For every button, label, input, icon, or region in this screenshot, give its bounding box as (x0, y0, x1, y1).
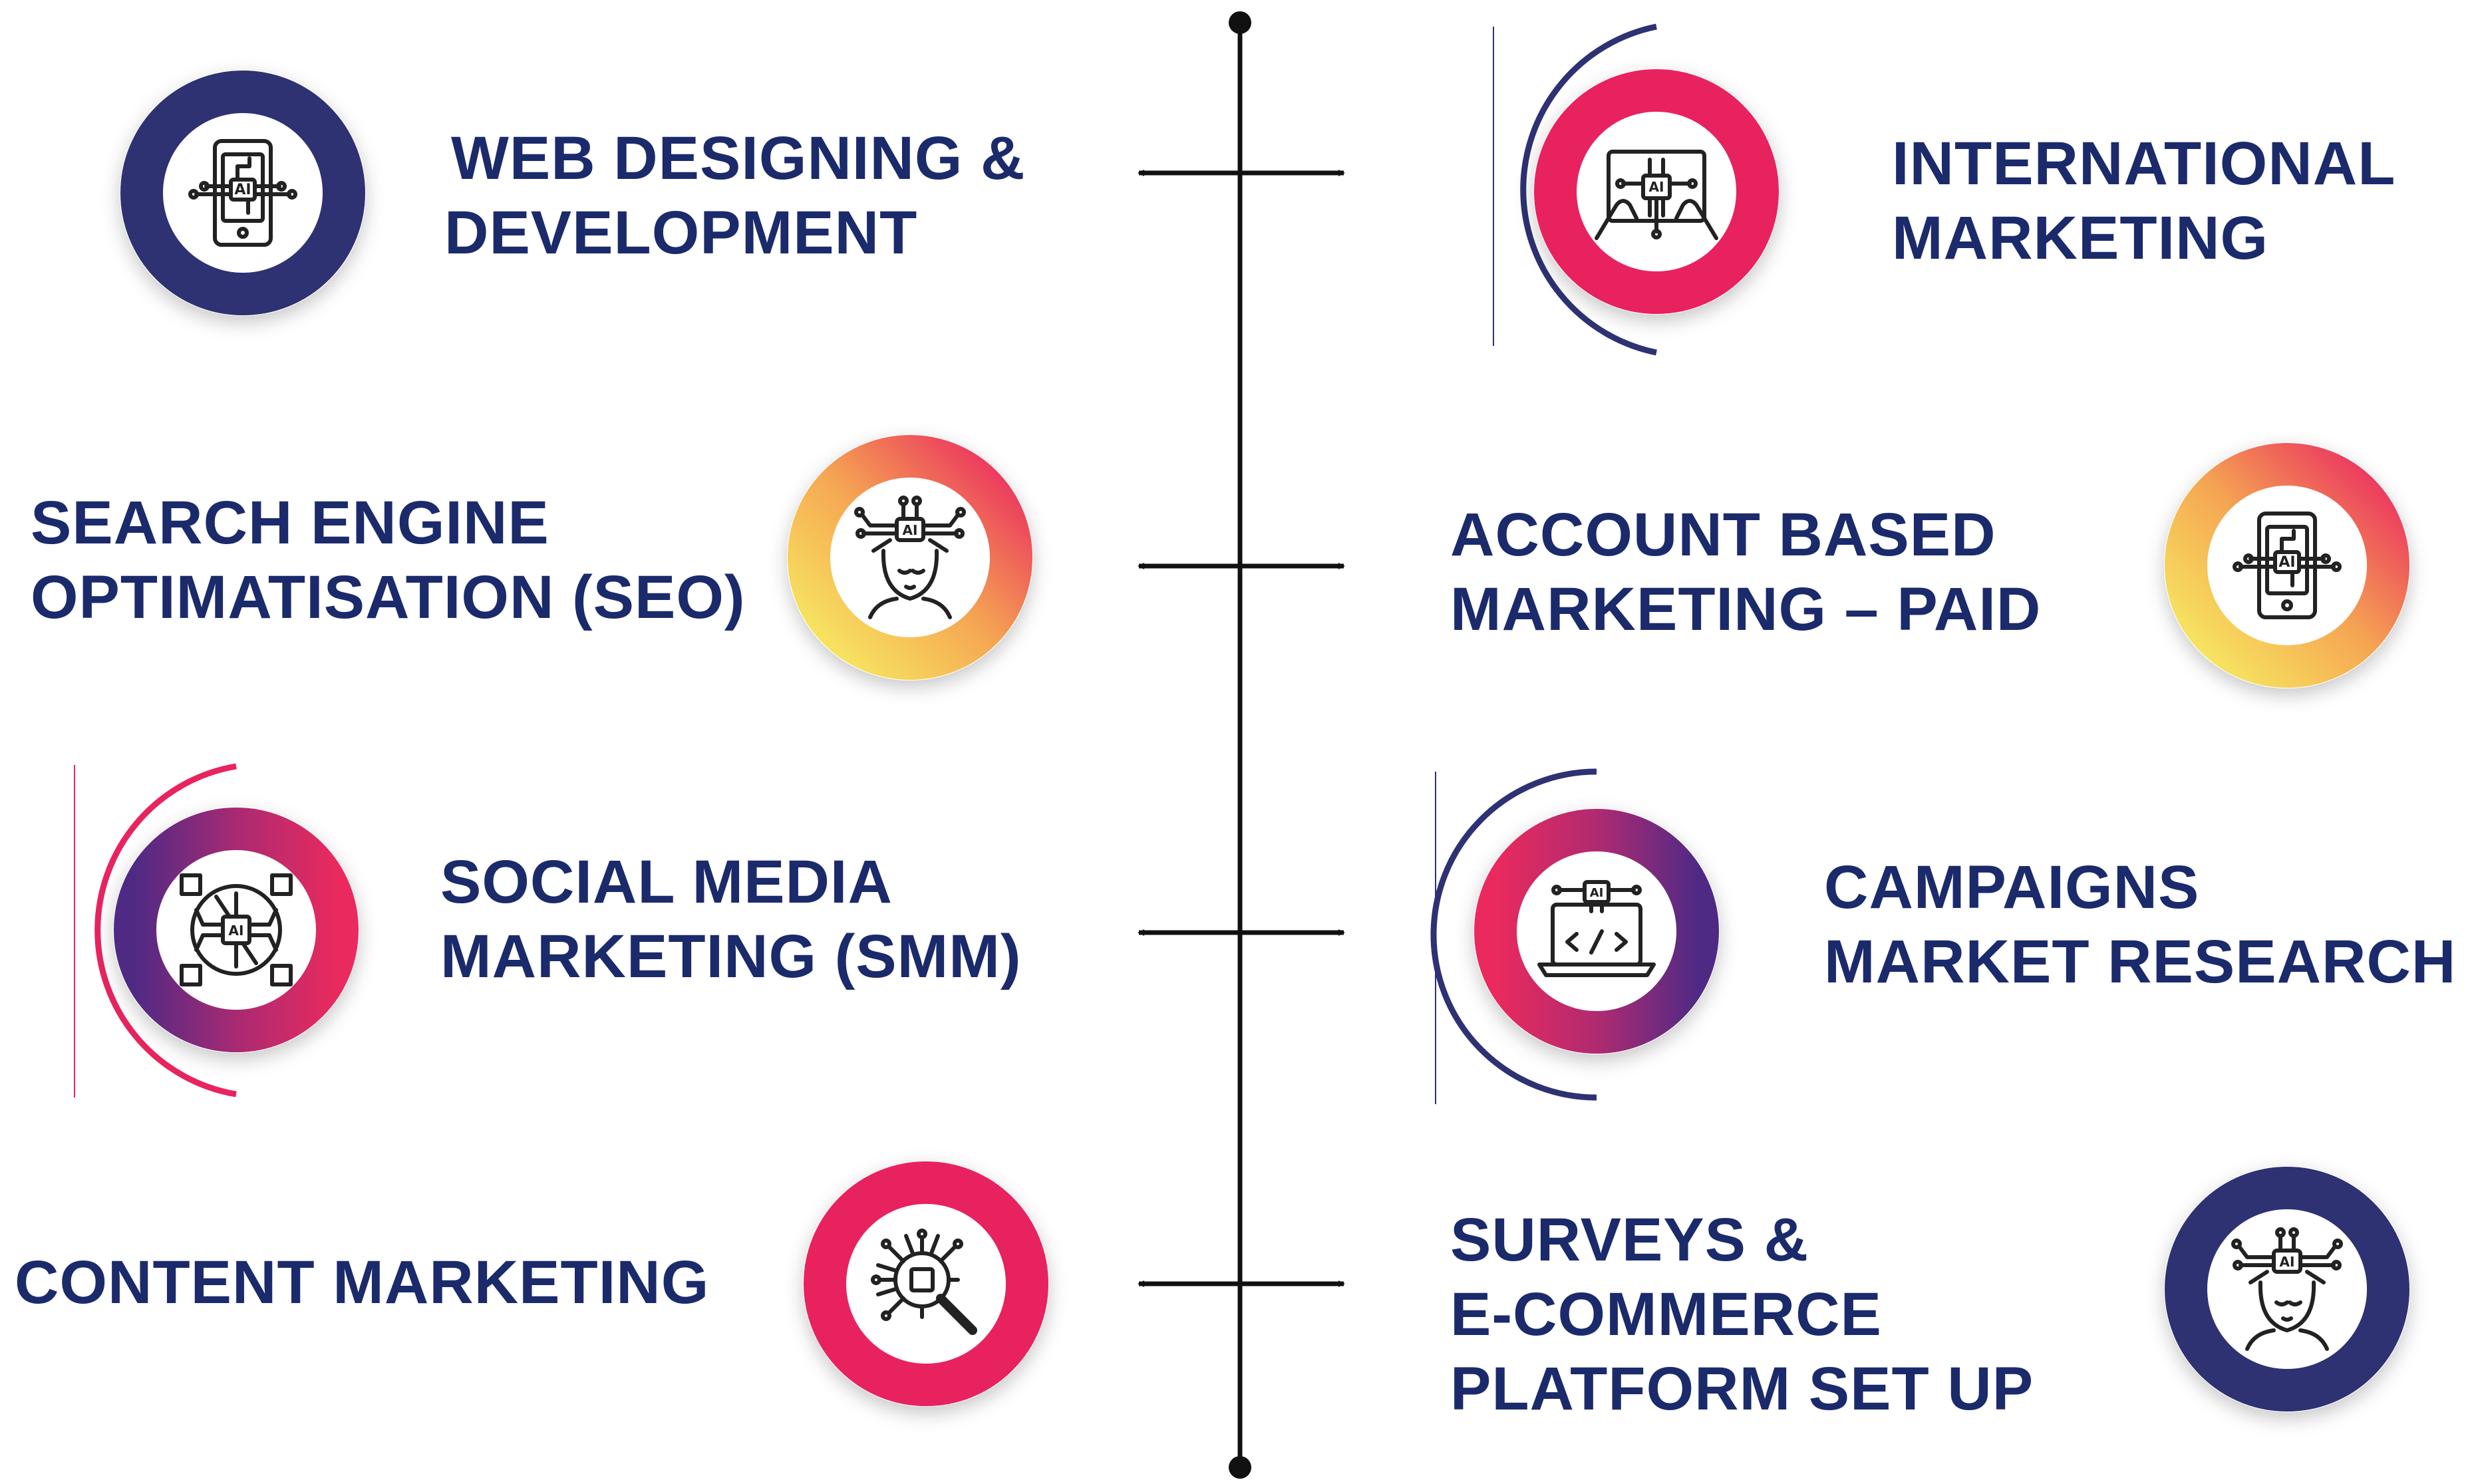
label-surveys: SURVEYS & E-COMMERCE PLATFORM SET UP (1450, 1203, 2034, 1426)
label-international-marketing: INTERNATIONAL MARKETING (1892, 126, 2396, 275)
label-line: PLATFORM SET UP (1450, 1355, 2034, 1423)
label-smm: SOCIAL MEDIA MARKETING (SMM) (440, 845, 1022, 994)
label-line: MARKETING (1892, 204, 2269, 272)
label-line: MARKETING (SMM) (440, 923, 1022, 990)
label-account-based: ACCOUNT BASED MARKETING – PAID (1450, 498, 2041, 647)
timeline-end-dot (1229, 1456, 1251, 1479)
label-line: DEVELOPMENT (444, 199, 918, 267)
label-line: SURVEYS & (1450, 1206, 1809, 1274)
service-node-content-marketing (803, 1161, 1049, 1407)
label-campaigns: CAMPAIGNS MARKET RESEARCH (1824, 850, 2456, 999)
label-content-marketing: CONTENT MARKETING (15, 1245, 709, 1320)
service-node-seo (787, 434, 1033, 680)
label-line: ACCOUNT BASED (1450, 501, 1996, 569)
label-line: OPTIMATISATION (SEO) (31, 563, 746, 631)
label-line: SOCIAL MEDIA (440, 848, 893, 916)
decorative-arc (94, 763, 237, 1098)
label-line: E-COMMERCE (1450, 1280, 1882, 1348)
decorative-arc (1430, 768, 1597, 1101)
service-node-campaigns (1473, 808, 1720, 1054)
label-line: WEB DESIGNING & (451, 124, 1026, 192)
label-seo: SEARCH ENGINE OPTIMATISATION (SEO) (31, 486, 746, 635)
decorative-arc (1520, 23, 1657, 356)
label-line: INTERNATIONAL (1892, 130, 2396, 198)
label-line: CAMPAIGNS (1824, 853, 2200, 921)
label-web-designing: WEB DESIGNING & DEVELOPMENT (444, 121, 1026, 270)
timeline-start-dot (1229, 11, 1251, 34)
label-line: MARKETING – PAID (1450, 575, 2042, 643)
label-line: SEARCH ENGINE (31, 489, 549, 557)
label-line: MARKET RESEARCH (1824, 928, 2457, 996)
service-node-surveys (2164, 1166, 2410, 1412)
label-line: CONTENT MARKETING (15, 1249, 710, 1316)
